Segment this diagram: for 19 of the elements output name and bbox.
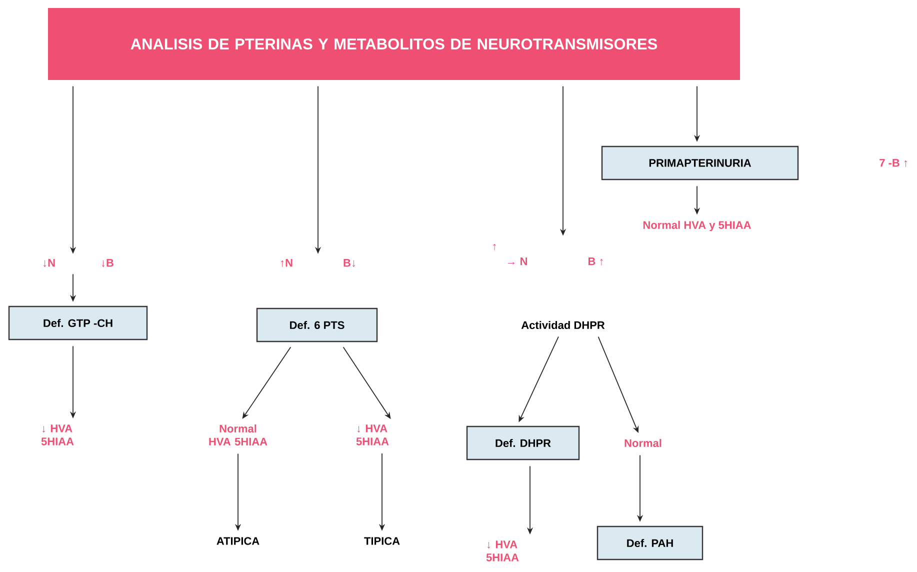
result-text: ATIPICA: [216, 537, 260, 545]
result-text: 7 -B ↑: [880, 159, 907, 167]
result-text: Normal: [624, 438, 662, 448]
result-text: Actividad DHPR: [521, 320, 605, 330]
result-text: ↓N ↓B: [44, 259, 114, 267]
result-text: Normal HVA 5HIAA: [209, 424, 268, 446]
title-band: ANALISIS DE PTERINAS Y METABOLITOS DE NEUROTRANSMISORES: [48, 8, 740, 80]
process-box: Def. PAH: [596, 526, 704, 560]
process-box: Def. DHPR: [466, 426, 580, 460]
process-box: Def. 6 PTS: [256, 308, 378, 342]
result-text: ↓ HVA 5HIAA: [356, 424, 389, 446]
result-text: ↓ HVA 5HIAA: [41, 424, 74, 446]
process-box: Def. GTP -CH: [8, 306, 148, 340]
result-text: ↑N B↓: [281, 259, 355, 267]
result-text: TIPICA: [364, 537, 400, 545]
result-text: ↑ → N B ↑: [493, 244, 603, 266]
result-text: ↓ HVA 5HIAA: [486, 540, 519, 562]
result-text: Normal HVA y 5HIAA: [643, 220, 751, 232]
process-box: PRIMAPTERINURIA: [601, 146, 799, 180]
